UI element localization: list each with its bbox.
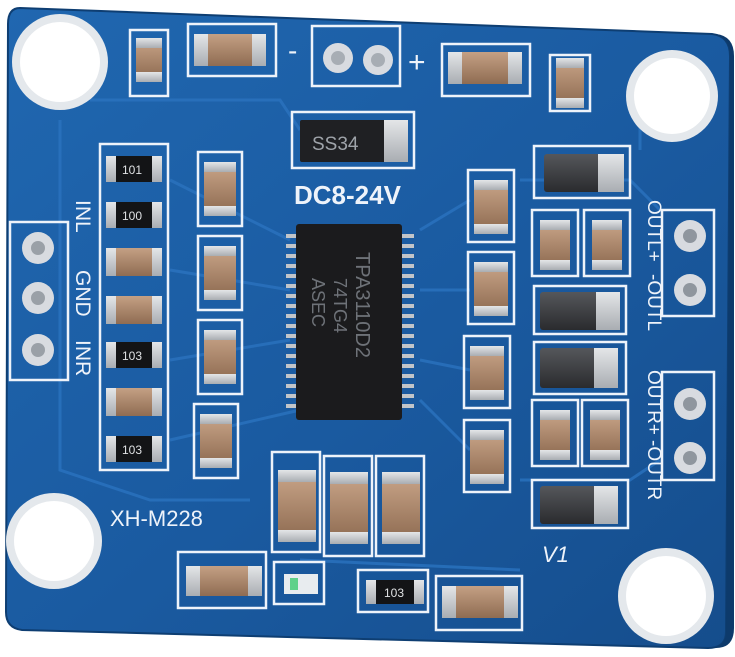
- resistor-code: 103: [384, 586, 404, 600]
- mounting-hole-top-left: [12, 14, 108, 110]
- capacitor: [470, 346, 504, 400]
- capacitor: [204, 246, 236, 300]
- input-header: [22, 232, 54, 366]
- resistor: 100: [106, 202, 162, 228]
- capacitor: [204, 330, 236, 384]
- resistor-code: 103: [122, 349, 142, 363]
- capacitor: [540, 410, 570, 460]
- output-label-left-plus: OUTL+: [643, 200, 664, 262]
- output-terminal-left-plus: [674, 220, 706, 252]
- capacitor: [540, 220, 570, 270]
- chip-part-number: TPA3110D2: [351, 252, 373, 358]
- output-terminal-right-minus: [674, 442, 706, 474]
- capacitor: [278, 470, 316, 542]
- input-pin-inr: [22, 334, 54, 366]
- resistor-code: 103: [122, 443, 142, 457]
- resistor-code: 101: [122, 163, 142, 177]
- capacitor: [448, 52, 522, 84]
- capacitor: [442, 586, 518, 618]
- capacitor: [592, 220, 622, 270]
- board-revision-label: V1: [542, 542, 569, 567]
- polarity-plus-label: +: [408, 46, 426, 79]
- capacitor: [382, 472, 420, 544]
- chip-batch-code: 74TG4: [330, 278, 350, 333]
- mounting-hole-top-right: [626, 50, 718, 142]
- bulk-capacitors: [278, 470, 420, 544]
- output-filter: [540, 154, 624, 524]
- output-label-right-plus: OUTR+: [643, 370, 664, 435]
- power-terminal-plus: [363, 45, 393, 75]
- capacitor: [474, 180, 508, 234]
- capacitor: [204, 162, 236, 216]
- diode-marking: SS34: [312, 134, 359, 155]
- output-label-left-minus: -OUTL: [643, 274, 664, 331]
- input-label-inr: INR: [71, 340, 94, 376]
- input-label-gnd: GND: [71, 270, 94, 317]
- input-pin-inl: [22, 232, 54, 264]
- inductor: [544, 154, 624, 192]
- power-terminal-minus: [323, 43, 353, 73]
- power-rating-label: DC8-24V: [294, 180, 402, 210]
- capacitor: [136, 38, 162, 82]
- output-terminal-left-minus: [674, 274, 706, 306]
- capacitor: [106, 248, 162, 276]
- mounting-hole-bottom-left: [6, 493, 102, 589]
- silkscreen-outlines: [8, 22, 716, 632]
- input-pin-gnd: [22, 282, 54, 314]
- mounting-hole-bottom-right: [618, 548, 714, 644]
- mounting-holes: [6, 14, 718, 644]
- capacitor-column-right: [470, 180, 508, 484]
- capacitor: [590, 410, 620, 460]
- status-led: [284, 574, 318, 594]
- resistor-array: 101 100 103 103: [106, 156, 162, 462]
- inductor: [540, 292, 620, 330]
- resistor: 103: [106, 436, 162, 462]
- capacitor: [186, 566, 262, 596]
- capacitor: [474, 262, 508, 316]
- capacitor: [470, 430, 504, 484]
- schottky-diode: SS34: [300, 120, 408, 162]
- resistor: 103: [366, 580, 424, 604]
- inductor: [540, 348, 618, 388]
- capacitor: [194, 34, 266, 66]
- output-terminal-right-plus: [674, 388, 706, 420]
- capacitor-column-left: [200, 162, 236, 468]
- resistor-code: 100: [122, 209, 142, 223]
- capacitor: [106, 388, 162, 416]
- capacitor: [106, 296, 162, 324]
- output-label-right-minus: -OUTR: [643, 440, 664, 500]
- polarity-minus-label: -: [288, 35, 297, 66]
- input-label-inl: INL: [71, 200, 94, 233]
- resistor: 101: [106, 156, 162, 182]
- resistor: 103: [106, 342, 162, 368]
- board-model-label: XH-M228: [110, 506, 203, 531]
- capacitor: [200, 414, 232, 468]
- inductor: [540, 486, 618, 524]
- capacitor: [556, 58, 584, 108]
- capacitor: [330, 472, 368, 544]
- amplifier-chip: TPA3110D2 74TG4 ASEC: [286, 224, 414, 420]
- chip-lot-code: ASEC: [308, 278, 328, 327]
